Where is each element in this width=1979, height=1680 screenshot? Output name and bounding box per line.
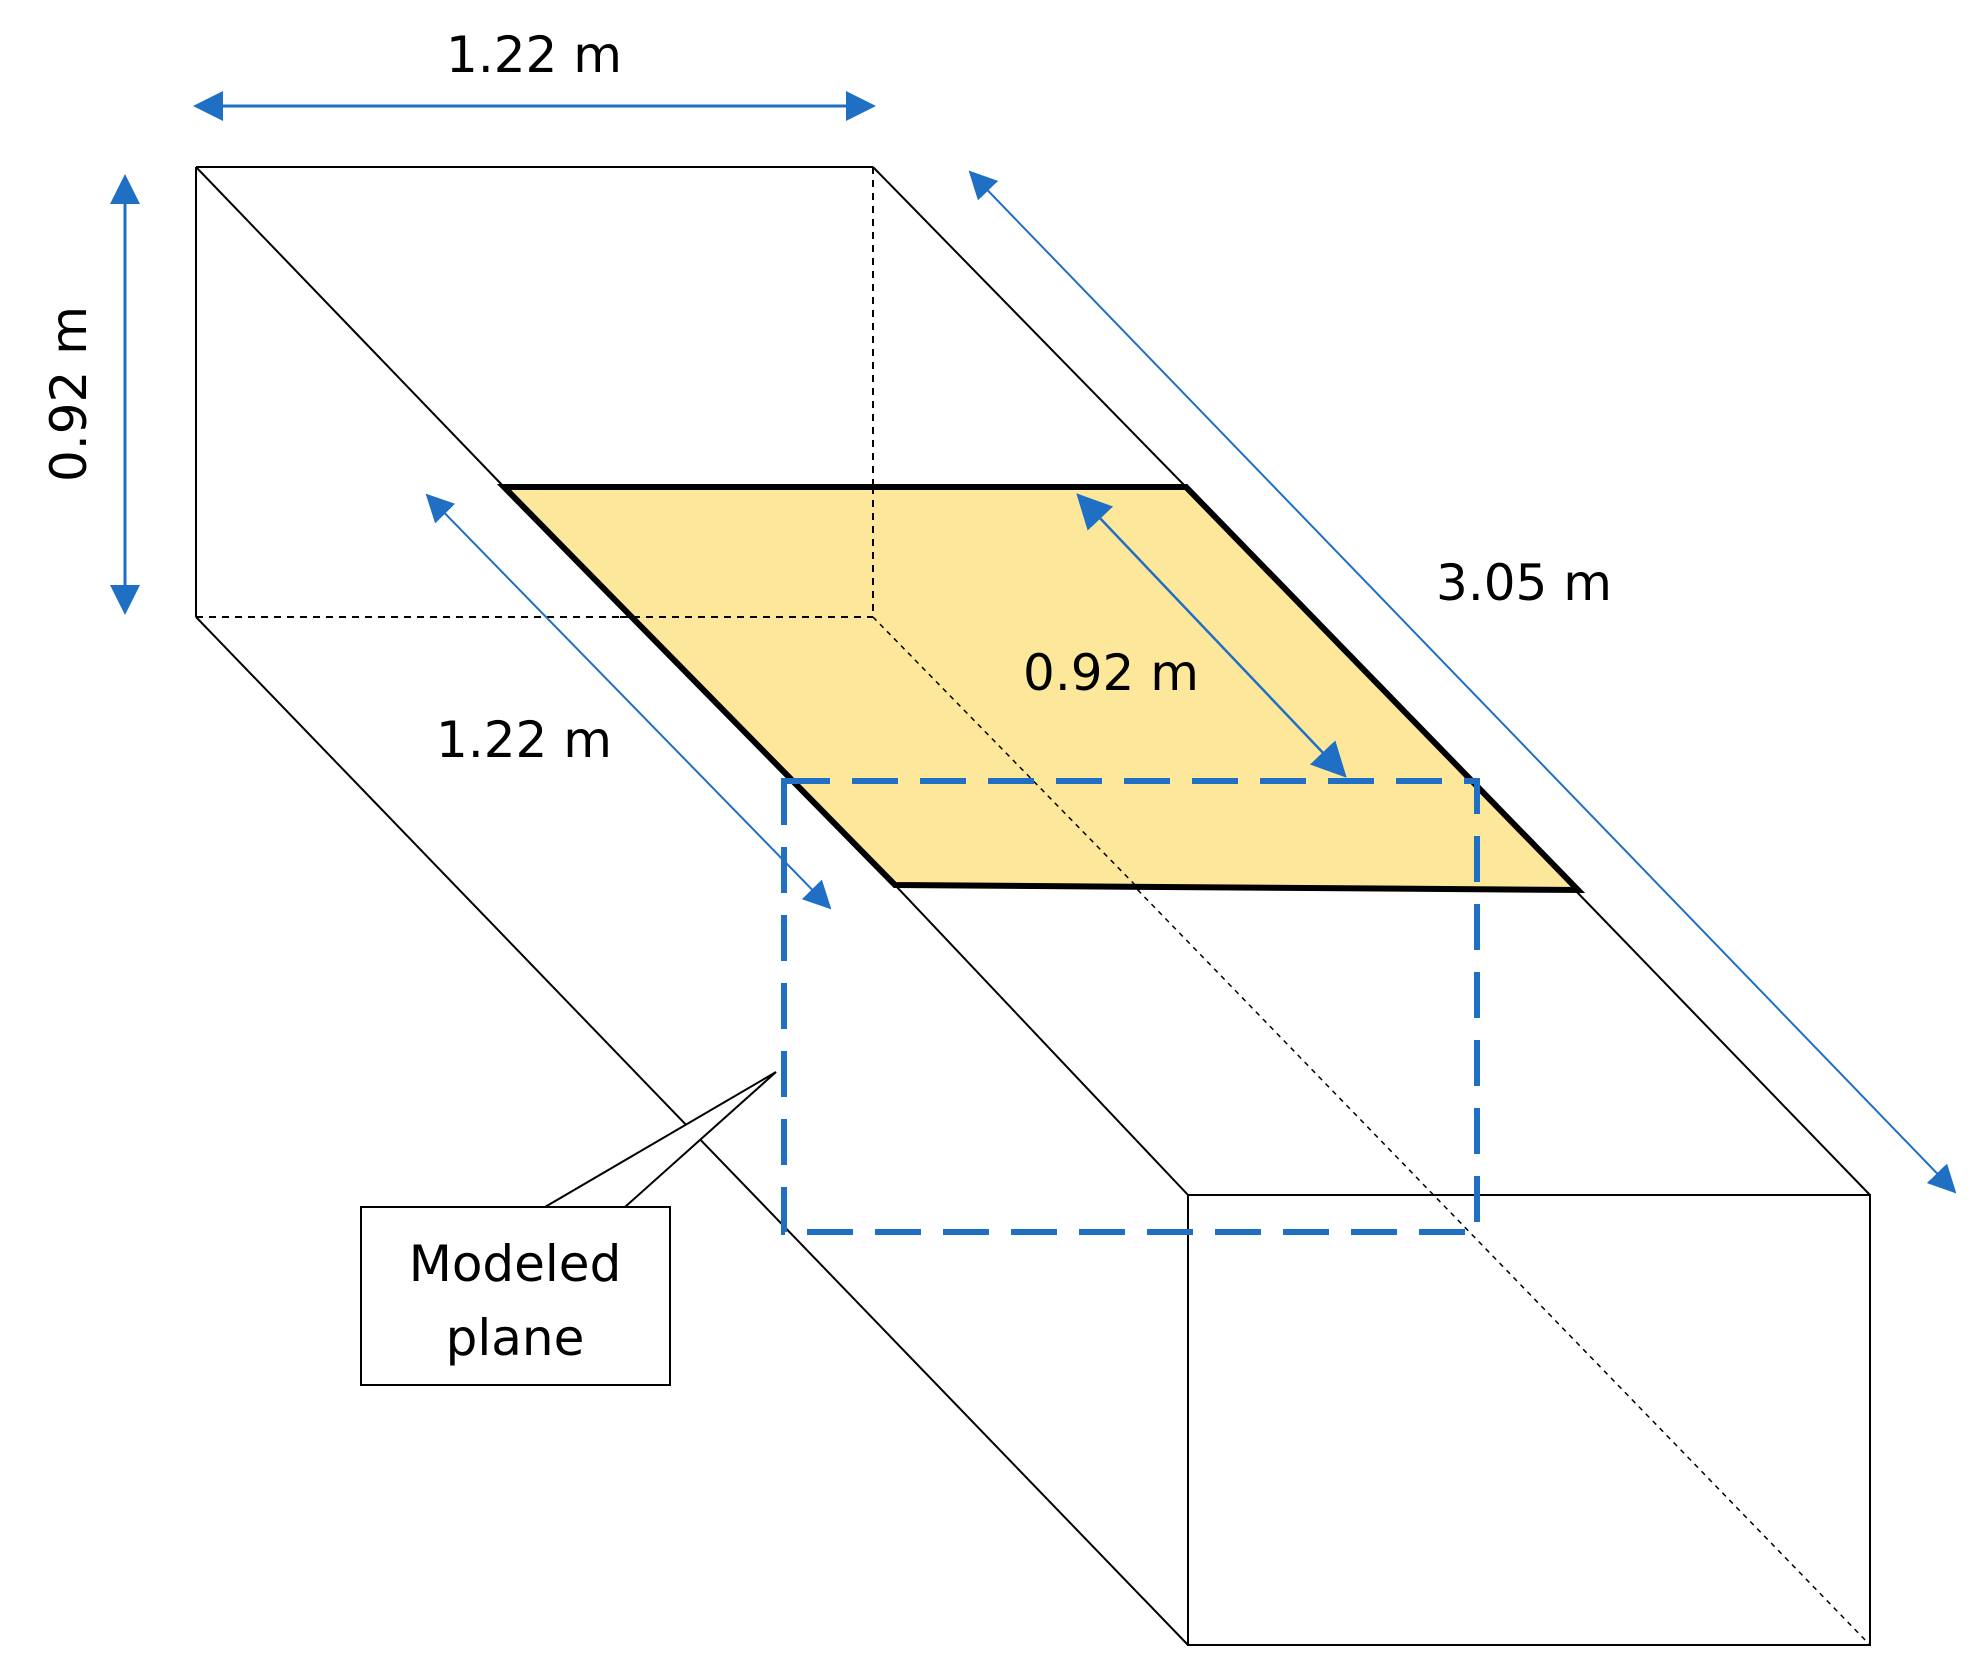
top-right-long-edge bbox=[872, 166, 1187, 488]
front-face bbox=[1187, 1194, 1871, 1646]
plate-width-label: 0.92 m bbox=[1023, 644, 1199, 702]
plate-width-arrow bbox=[1076, 493, 1347, 778]
bottom-right-long-edge-hidden bbox=[872, 616, 1871, 1646]
dimension-arrows bbox=[110, 91, 1957, 1194]
modeled-plane-callout: Modeled plane bbox=[360, 1071, 777, 1386]
height-label: 0.92 m bbox=[40, 306, 98, 482]
callout-pointer bbox=[544, 1071, 777, 1208]
callout-line-2: plane bbox=[446, 1309, 585, 1367]
top-left-long-edge-2 bbox=[894, 884, 1189, 1196]
channel-box bbox=[195, 166, 1871, 1646]
callout-line-1: Modeled bbox=[409, 1235, 622, 1293]
plate-length-arrow bbox=[425, 493, 832, 910]
plate-length-label: 1.22 m bbox=[436, 711, 612, 769]
length-arrow bbox=[968, 170, 1957, 1194]
callout-box bbox=[360, 1206, 671, 1386]
top-right-long-edge-2 bbox=[1574, 889, 1871, 1196]
top-left-long-edge bbox=[195, 166, 505, 488]
top-width-label: 1.22 m bbox=[446, 26, 622, 84]
length-label: 3.05 m bbox=[1436, 554, 1612, 612]
